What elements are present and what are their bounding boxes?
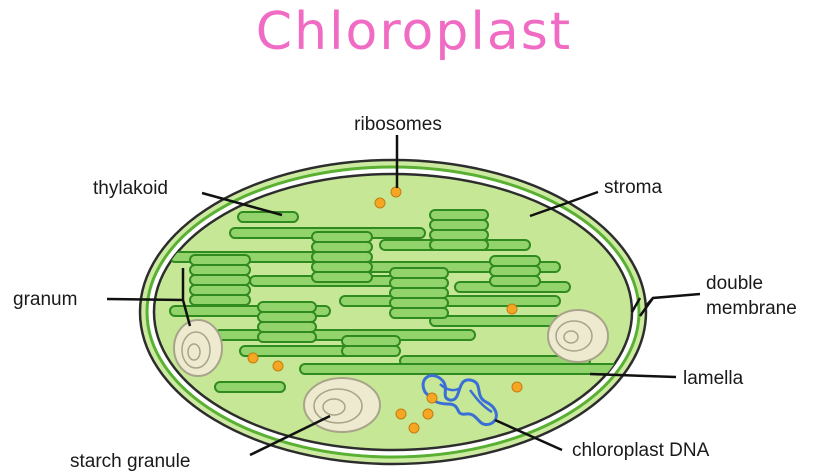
ribosome bbox=[427, 393, 437, 403]
ribosome bbox=[409, 423, 419, 433]
granum-stack-4 bbox=[390, 268, 448, 318]
ribosome bbox=[273, 361, 283, 371]
double-membrane-leader bbox=[640, 294, 700, 316]
granum-stack-1 bbox=[190, 255, 250, 305]
label-stroma: stroma bbox=[604, 177, 663, 198]
lamella-segment bbox=[300, 364, 640, 374]
starch-granule-right bbox=[548, 310, 608, 362]
lamella-segment bbox=[340, 296, 560, 306]
granum-stack-3 bbox=[430, 210, 488, 250]
label-lamella: lamella bbox=[683, 368, 744, 389]
ribosome bbox=[512, 382, 522, 392]
lamella-segment bbox=[238, 212, 298, 222]
granum-stack-7 bbox=[342, 336, 400, 356]
granum-stack-6 bbox=[258, 302, 316, 342]
ribosome bbox=[391, 187, 401, 197]
ribosome bbox=[396, 409, 406, 419]
lamella-segment bbox=[215, 382, 285, 392]
granum-stack-2 bbox=[312, 232, 372, 282]
ribosome bbox=[423, 409, 433, 419]
label-ribosomes: ribosomes bbox=[354, 114, 442, 135]
ribosome bbox=[375, 198, 385, 208]
label-chloroplast-dna: chloroplast DNA bbox=[572, 440, 710, 461]
ribosome bbox=[248, 353, 258, 363]
label-granum: granum bbox=[13, 289, 77, 310]
label-double-membrane-line2: membrane bbox=[706, 298, 797, 319]
granum-stack-5 bbox=[490, 256, 540, 286]
label-thylakoid: thylakoid bbox=[93, 178, 168, 199]
label-double-membrane-line1: double bbox=[706, 273, 763, 294]
starch-granule-left bbox=[174, 320, 222, 376]
ribosome bbox=[507, 304, 517, 314]
label-starch-granule: starch granule bbox=[70, 451, 190, 472]
